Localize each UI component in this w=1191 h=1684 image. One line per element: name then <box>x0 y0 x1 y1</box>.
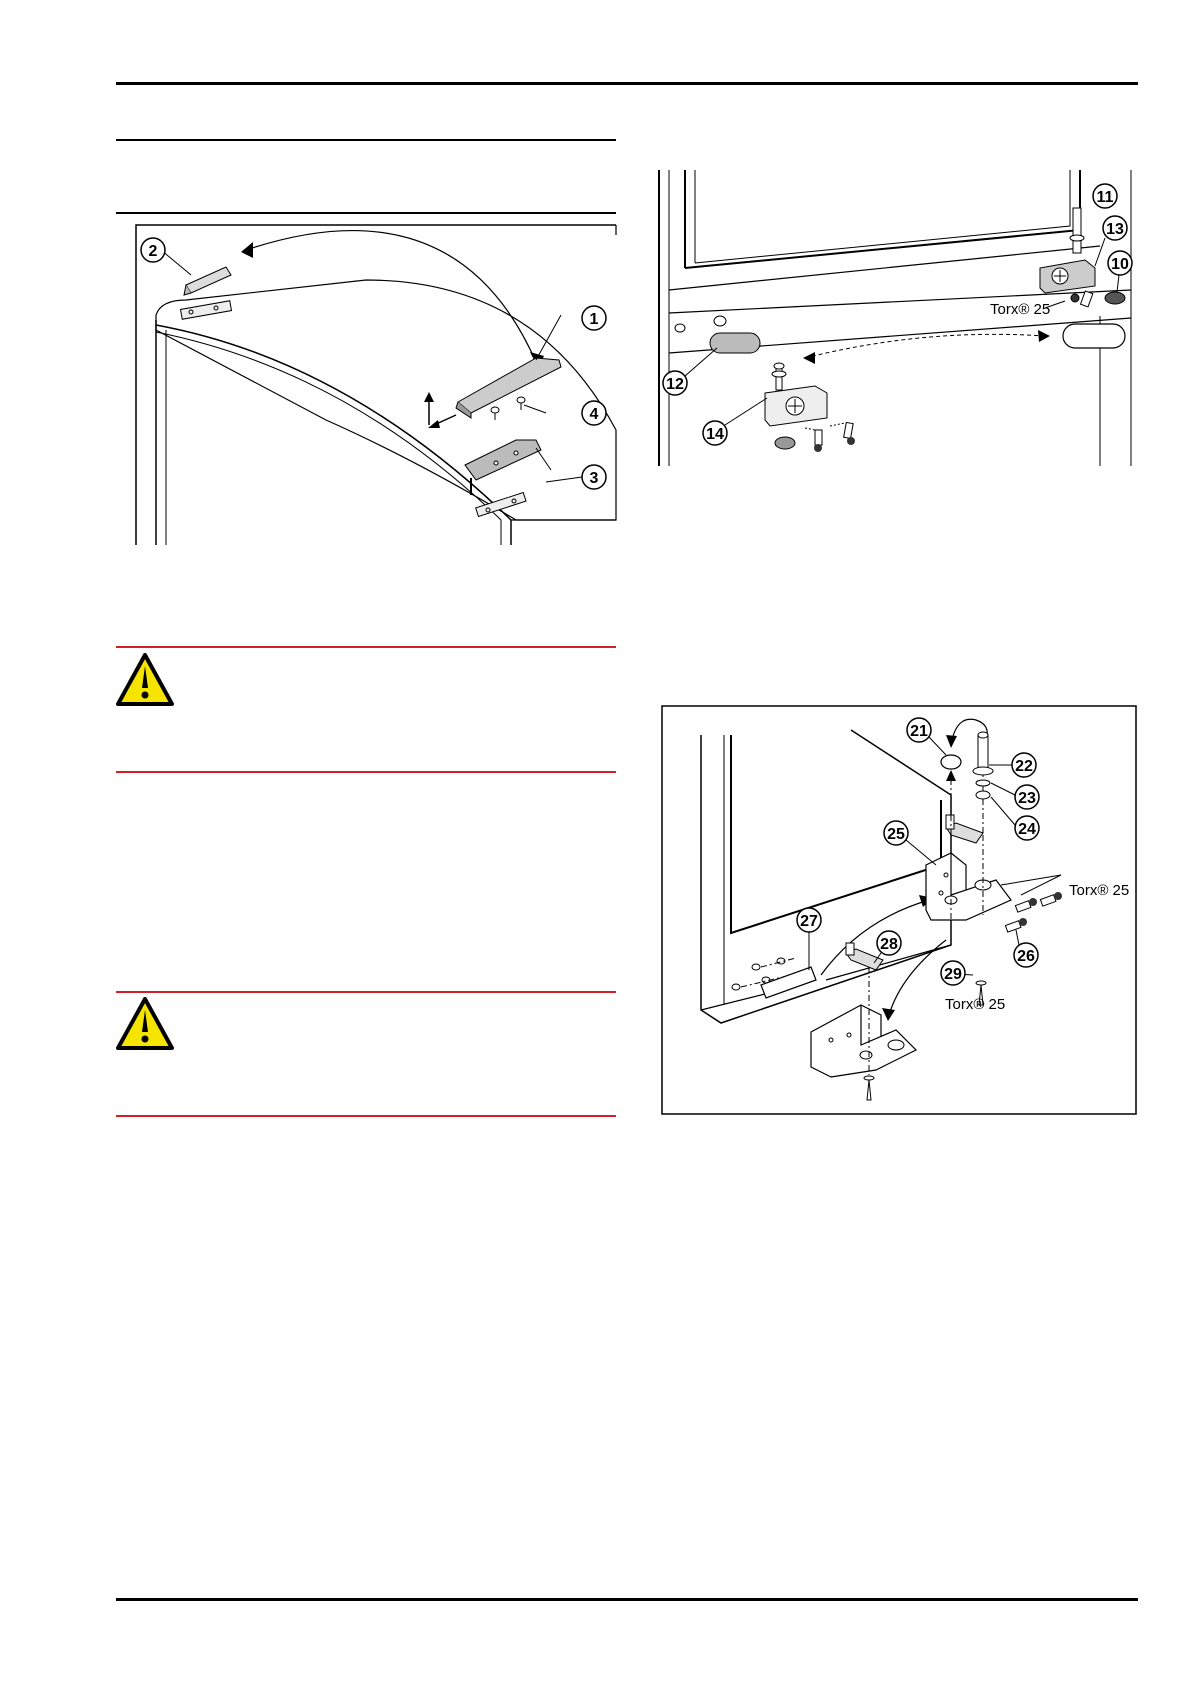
callout-3: 3 <box>581 464 607 490</box>
svg-text:26: 26 <box>1017 948 1035 965</box>
section-rule-top <box>116 139 616 141</box>
svg-text:21: 21 <box>910 723 928 740</box>
callout-13: 13 <box>1102 215 1128 241</box>
svg-text:24: 24 <box>1018 821 1036 838</box>
torx-label-top: Torx® 25 <box>990 301 1050 318</box>
figure-lower-hinge: Torx® 25 Torx® 25 21 22 23 24 25 <box>661 705 1137 1115</box>
svg-text:27: 27 <box>800 913 818 930</box>
svg-text:3: 3 <box>590 470 599 487</box>
callout-25: 25 <box>883 820 909 846</box>
callout-4: 4 <box>581 400 607 426</box>
svg-text:25: 25 <box>887 826 905 843</box>
svg-text:14: 14 <box>706 426 724 443</box>
callout-28: 28 <box>876 930 902 956</box>
svg-text:13: 13 <box>1106 221 1124 238</box>
figure-hinge-transfer: Torx® 25 11 13 10 12 14 <box>655 168 1135 468</box>
callout-21: 21 <box>906 717 932 743</box>
warning-triangle-icon <box>115 652 175 708</box>
svg-text:4: 4 <box>590 406 599 423</box>
callout-14: 14 <box>702 420 728 446</box>
callout-22: 22 <box>1011 752 1037 778</box>
svg-text:29: 29 <box>944 966 962 983</box>
callout-23: 23 <box>1014 784 1040 810</box>
callout-29: 29 <box>940 960 966 986</box>
svg-text:23: 23 <box>1018 790 1036 807</box>
svg-text:11: 11 <box>1097 189 1114 206</box>
svg-text:2: 2 <box>149 243 158 260</box>
torx-label-bottom: Torx® 25 <box>945 996 1005 1013</box>
warning-rule-top-1 <box>116 646 616 648</box>
callout-1: 1 <box>581 305 607 331</box>
callout-12: 12 <box>662 370 688 396</box>
svg-text:22: 22 <box>1015 758 1033 775</box>
svg-text:28: 28 <box>880 936 898 953</box>
callout-26: 26 <box>1013 942 1039 968</box>
figure-top-cover: 1 2 3 4 <box>116 220 621 550</box>
footer-rule <box>116 1598 1138 1601</box>
callout-10: 10 <box>1107 250 1133 276</box>
svg-text:10: 10 <box>1111 256 1129 273</box>
svg-text:1: 1 <box>590 311 599 328</box>
section-rule-bottom <box>116 212 616 214</box>
warning-triangle-icon <box>115 996 175 1052</box>
svg-text:12: 12 <box>666 376 684 393</box>
callout-27: 27 <box>796 907 822 933</box>
warning-rule-bottom-2 <box>116 1115 616 1117</box>
header-rule <box>116 82 1138 85</box>
warning-rule-bottom-1 <box>116 771 616 773</box>
callout-11: 11 <box>1092 183 1118 209</box>
callout-24: 24 <box>1014 815 1040 841</box>
callout-2: 2 <box>140 237 166 263</box>
warning-rule-top-2 <box>116 991 616 993</box>
torx-label-right: Torx® 25 <box>1069 882 1129 899</box>
